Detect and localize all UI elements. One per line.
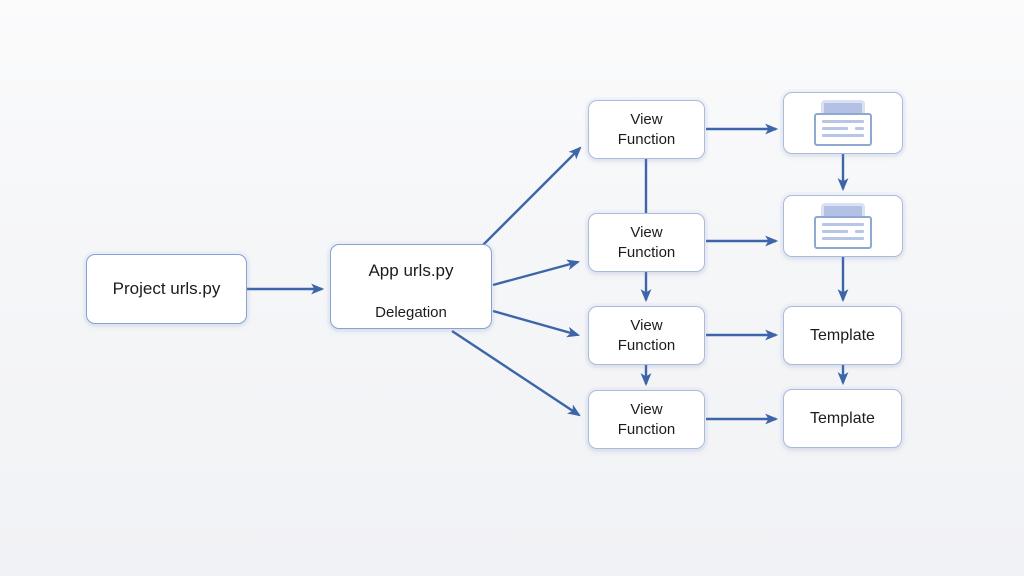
arrow-app-to-vf2 [492, 259, 581, 287]
page-icon [814, 203, 872, 249]
page-icon [814, 100, 872, 146]
arrow-app-to-vf1 [481, 146, 582, 247]
page-icon-split-line [822, 127, 864, 130]
arrow-app-to-vf3 [492, 309, 581, 338]
node-rendered-page-1 [783, 92, 903, 154]
page-icon-split-line [822, 230, 864, 233]
node-view-function-4: View Function [588, 390, 705, 449]
page-icon-line [822, 120, 864, 123]
node-view-function-1: View Function [588, 100, 705, 159]
node-app-urls-title: App urls.py [368, 261, 454, 280]
node-app-urls-subtitle: Delegation [375, 304, 447, 321]
node-project-urls: Project urls.py [86, 254, 247, 324]
node-view-function-2: View Function [588, 213, 705, 272]
node-template-2: Template [783, 389, 902, 448]
node-rendered-page-2 [783, 195, 903, 257]
page-icon-body [814, 216, 872, 249]
arrow-app-to-vf4 [451, 329, 581, 417]
node-view-function-3: View Function [588, 306, 705, 365]
page-icon-line [822, 134, 864, 137]
node-app-urls: App urls.py Delegation [330, 244, 492, 329]
page-icon-body [814, 113, 872, 146]
node-template-1: Template [783, 306, 902, 365]
page-icon-line [822, 237, 864, 240]
page-icon-line [822, 223, 864, 226]
